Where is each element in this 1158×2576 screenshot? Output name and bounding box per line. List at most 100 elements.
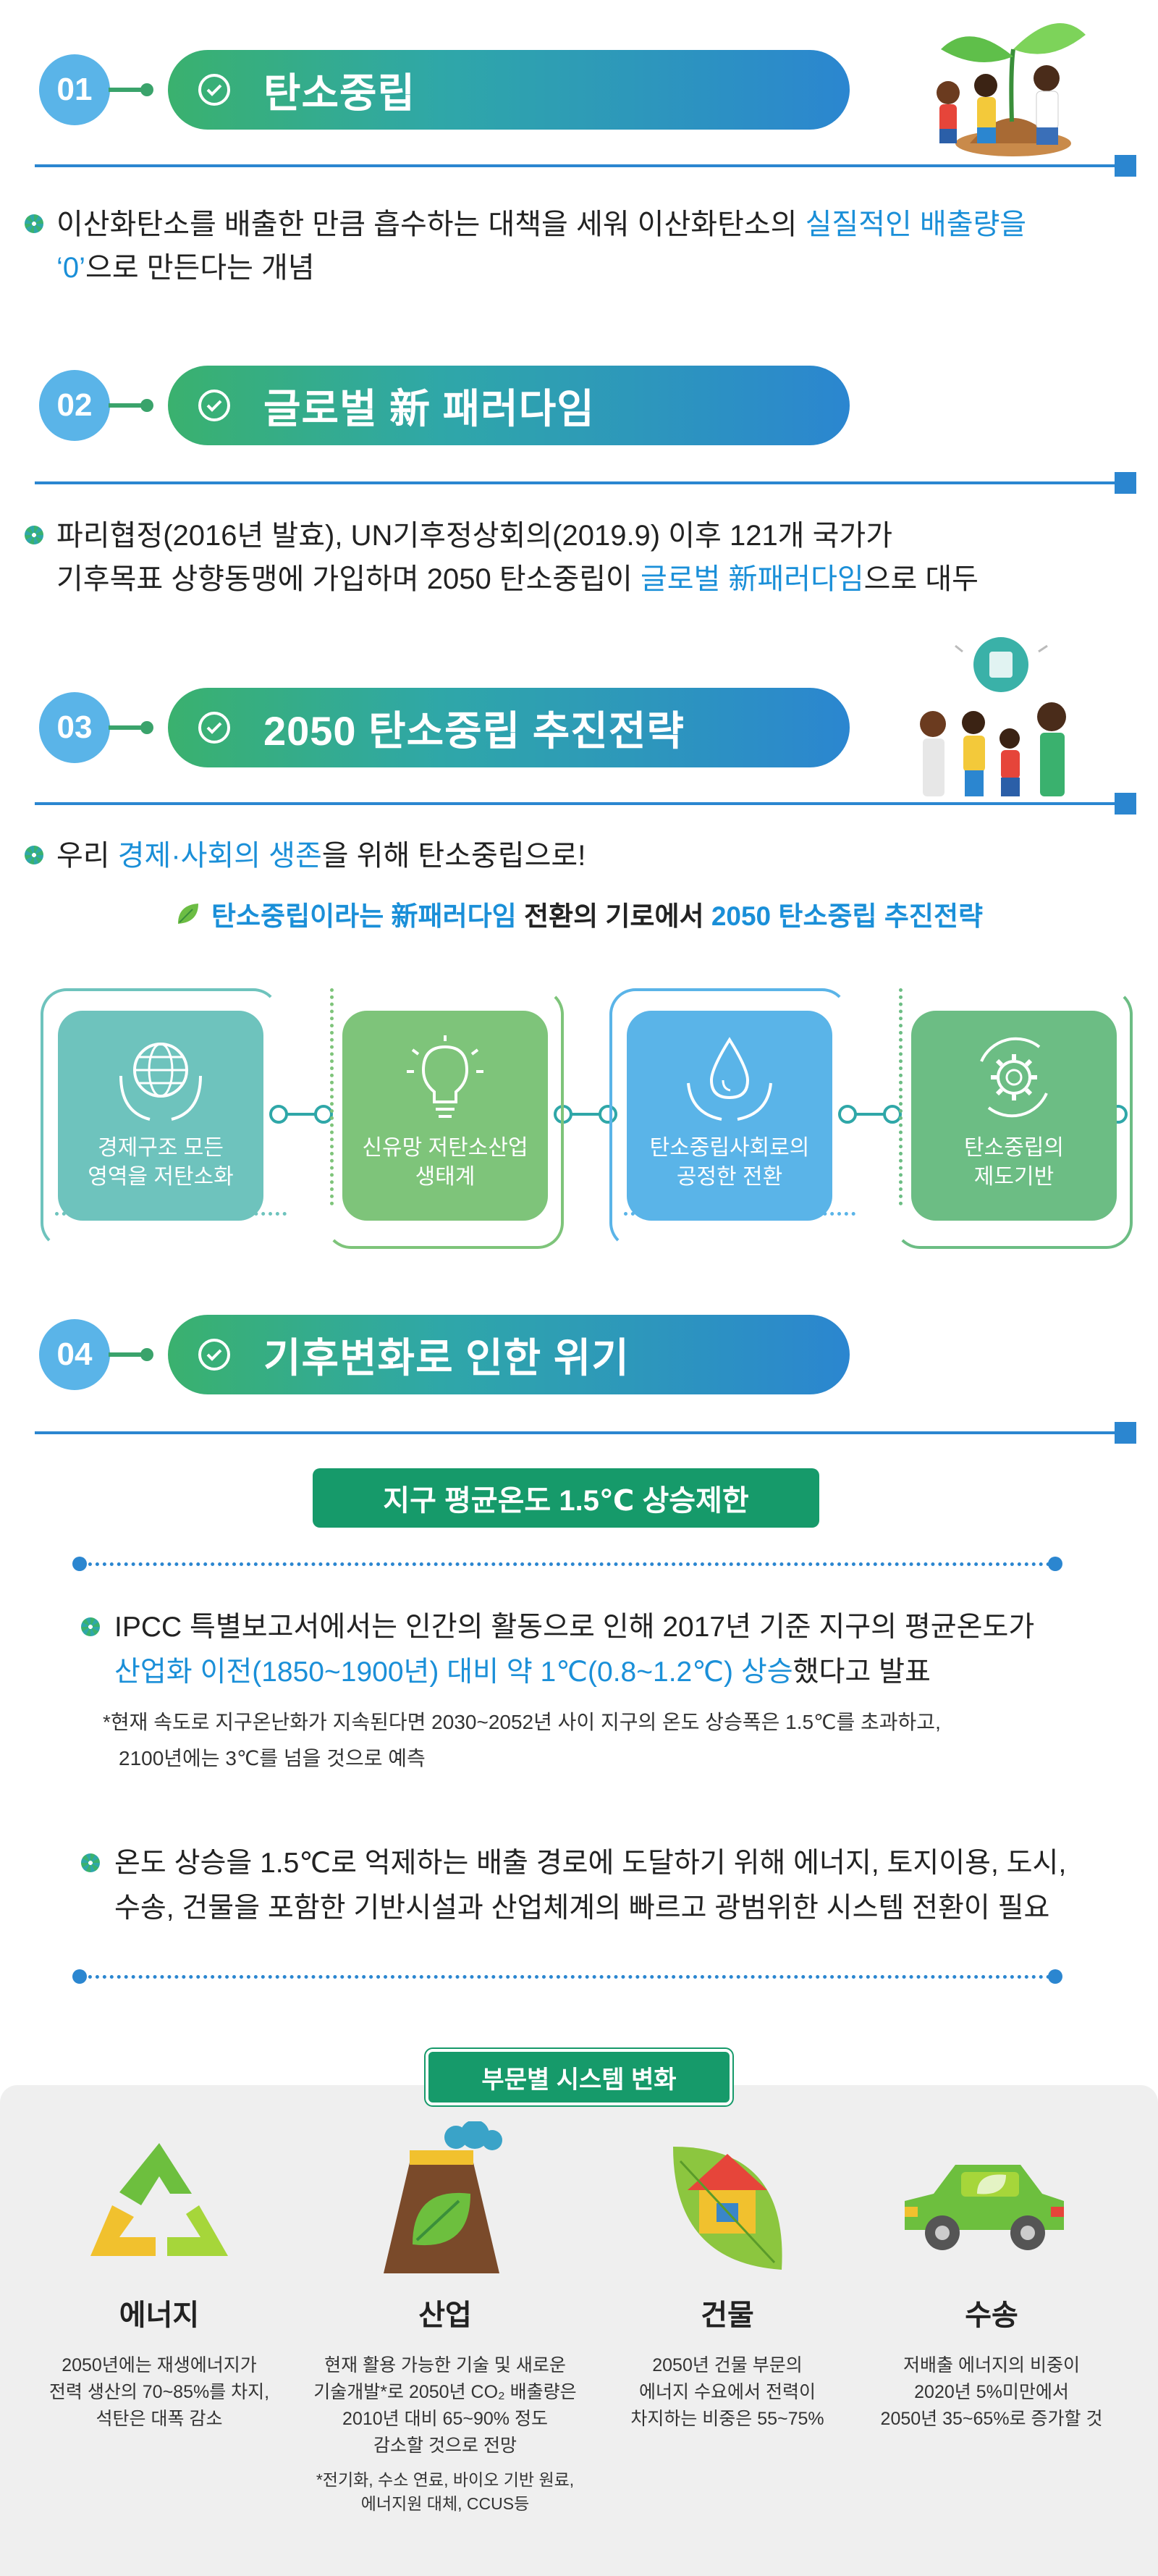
section-03-header: 03 2050 탄소중립 추진전략 (39, 688, 850, 767)
label-line: 공정한 전환 (676, 1165, 783, 1189)
dotline-end (1048, 1557, 1062, 1571)
desc-line: 석탄은 대폭 감소 (96, 2409, 223, 2429)
text-span: 우리 (56, 840, 118, 872)
highlight-span: ‘0’ (56, 252, 86, 284)
section-title: 기후변화로 인한 위기 (263, 1334, 630, 1381)
desc-line: 2050년에는 재생에너지가 (62, 2355, 257, 2375)
text-span: 했다고 발표 (793, 1657, 931, 1688)
leaf-icon (175, 896, 201, 940)
sector-transport: 수송 저배출 에너지의 비중이 2020년 5%미만에서 2050년 35~65… (840, 2291, 1144, 2433)
note-line: 2100년에는 3℃를 넘을 것으로 예측 (119, 1747, 426, 1769)
section-title-pill: 기후변화로 인한 위기 (168, 1315, 850, 1394)
sector-title: 산업 (418, 2299, 472, 2331)
label-line: 영역을 저탄소화 (88, 1165, 234, 1189)
section-number: 03 (39, 692, 110, 763)
card-connector (564, 1113, 607, 1116)
desc-line: 저배출 에너지의 비중이 (903, 2355, 1080, 2375)
bullet-icon (25, 214, 43, 233)
connector-dot (140, 1348, 153, 1361)
globe-hands-icon (106, 1032, 215, 1130)
sector-title: 수송 (965, 2299, 1018, 2331)
ipcc-paragraph: IPCC 특별보고서에서는 인간의 활동으로 인해 2017년 기준 지구의 평… (114, 1605, 1128, 1695)
card-connector-ring (314, 1105, 333, 1124)
water-drop-hands-icon (675, 1032, 784, 1130)
text-span: 을 위해 탄소중립으로! (321, 840, 586, 872)
ipcc-footnote: *현재 속도로 지구온난화가 지속된다면 2030~2052년 사이 지구의 온… (103, 1704, 1130, 1777)
text-span: 으로 만든다는 개념 (85, 252, 315, 284)
section-title-pill: 2050 탄소중립 추진전략 (168, 688, 850, 767)
strategy-card-frame (894, 988, 1133, 1249)
sector-building: 건물 2050년 건물 부문의 에너지 수요에서 전력이 차지하는 비중은 55… (583, 2291, 872, 2433)
rule-end-square (1115, 472, 1136, 494)
recycle-icon (83, 2136, 235, 2281)
desc-line: 2050년 건물 부문의 (652, 2355, 803, 2375)
section-02-text: 파리협정(2016년 발효), UN기후정상회의(2019.9) 이후 121개… (56, 514, 1128, 601)
text-line: 온도 상승을 1.5℃로 억제하는 배출 경로에 도달하기 위해 에너지, 토지… (114, 1848, 1067, 1879)
card-connector-ring (269, 1105, 288, 1124)
connector (109, 725, 152, 730)
desc-line: 2020년 5%미만에서 (914, 2382, 1069, 2402)
gear-cycle-icon (960, 1032, 1068, 1130)
section-title-pill: 글로벌 新 패러다임 (168, 366, 850, 445)
connector (109, 403, 152, 408)
desc-line: 2050년 35~65%로 증가할 것 (880, 2409, 1103, 2429)
connector (109, 1352, 152, 1357)
connector-dot (140, 399, 153, 412)
bullet-icon (25, 846, 43, 864)
strategy-card-frame (41, 988, 279, 1249)
strategy-card-frame (325, 988, 564, 1249)
label-line: 신유망 저탄소산업 (362, 1136, 528, 1160)
section-title: 2050 탄소중립 추진전략 (263, 707, 685, 754)
strategy-subtitle: 탄소중립이라는 新패러다임 전환의 기로에서 2050 탄소중립 추진전략 (0, 895, 1158, 940)
note-line: *전기화, 수소 연료, 바이오 기반 원료, (316, 2470, 575, 2489)
family-globe-illustration (908, 630, 1082, 804)
dotline-end (1048, 1969, 1062, 1984)
sector-title: 건물 (701, 2299, 754, 2331)
desc-line: 현재 활용 가능한 기술 및 새로운 (324, 2355, 566, 2375)
bullet-icon (81, 1853, 100, 1872)
card-connector (279, 1113, 323, 1116)
sector-title: 에너지 (119, 2299, 200, 2331)
text-span: 기후목표 상향동맹에 가입하며 2050 탄소중립이 (56, 563, 641, 595)
desc-line: 에너지 수요에서 전력이 (639, 2382, 816, 2402)
text-line: IPCC 특별보고서에서는 인간의 활동으로 인해 2017년 기준 지구의 평… (114, 1612, 1035, 1643)
temperature-limit-badge: 지구 평균온도 1.5℃ 상승제한 (313, 1468, 819, 1528)
section-01-header: 01 탄소중립 (39, 50, 850, 130)
sector-badge: 부문별 시스템 변화 (426, 2049, 732, 2105)
highlight-span: 2050 탄소중립 추진전략 (711, 901, 984, 931)
dotted-trail (899, 988, 903, 1205)
sprout-family-illustration (919, 6, 1090, 158)
dotted-divider (81, 1562, 1051, 1566)
highlight-span: 탄소중립이라는 新패러다임 (211, 901, 517, 931)
text-span: 이산화탄소를 배출한 만큼 흡수하는 대책을 세워 이산화탄소의 (56, 209, 806, 240)
text-line: 수송, 건물을 포함한 기반시설과 산업체계의 빠르고 광범위한 시스템 전환이… (114, 1893, 1050, 1924)
connector-dot (140, 83, 153, 96)
card-connector-ring (838, 1105, 857, 1124)
desc-line: 감소할 것으로 전망 (373, 2436, 517, 2456)
section-rule (35, 164, 1124, 167)
label-line: 제도기반 (973, 1165, 1055, 1189)
bullet-icon (81, 1617, 100, 1636)
card-connector-ring (599, 1105, 617, 1124)
label-line: 생태계 (415, 1165, 476, 1189)
section-number: 02 (39, 370, 110, 441)
desc-line: 차지하는 비중은 55~75% (630, 2409, 824, 2429)
check-icon (198, 390, 230, 421)
connector-dot (140, 721, 153, 734)
check-icon (198, 1339, 230, 1371)
section-number: 04 (39, 1319, 110, 1390)
section-03-text: 우리 경제·사회의 생존을 위해 탄소중립으로! (56, 834, 1128, 877)
dotline-end (72, 1557, 87, 1571)
section-02-header: 02 글로벌 新 패러다임 (39, 366, 850, 445)
section-01-text: 이산화탄소를 배출한 만큼 흡수하는 대책을 세워 이산화탄소의 실질적인 배출… (56, 203, 1128, 290)
dotted-divider (81, 1975, 1051, 1979)
label-line: 탄소중립사회로의 (649, 1136, 810, 1160)
sector-note: *전기화, 수소 연료, 바이오 기반 원료, 에너지원 대체, CCUS등 (300, 2468, 590, 2516)
section-04-header: 04 기후변화로 인한 위기 (39, 1315, 850, 1394)
section-number: 01 (39, 54, 110, 125)
sector-energy: 에너지 2050년에는 재생에너지가 전력 생산의 70~85%를 차지, 석탄… (14, 2291, 304, 2433)
desc-line: 2010년 대비 65~90% 정도 (342, 2409, 548, 2429)
